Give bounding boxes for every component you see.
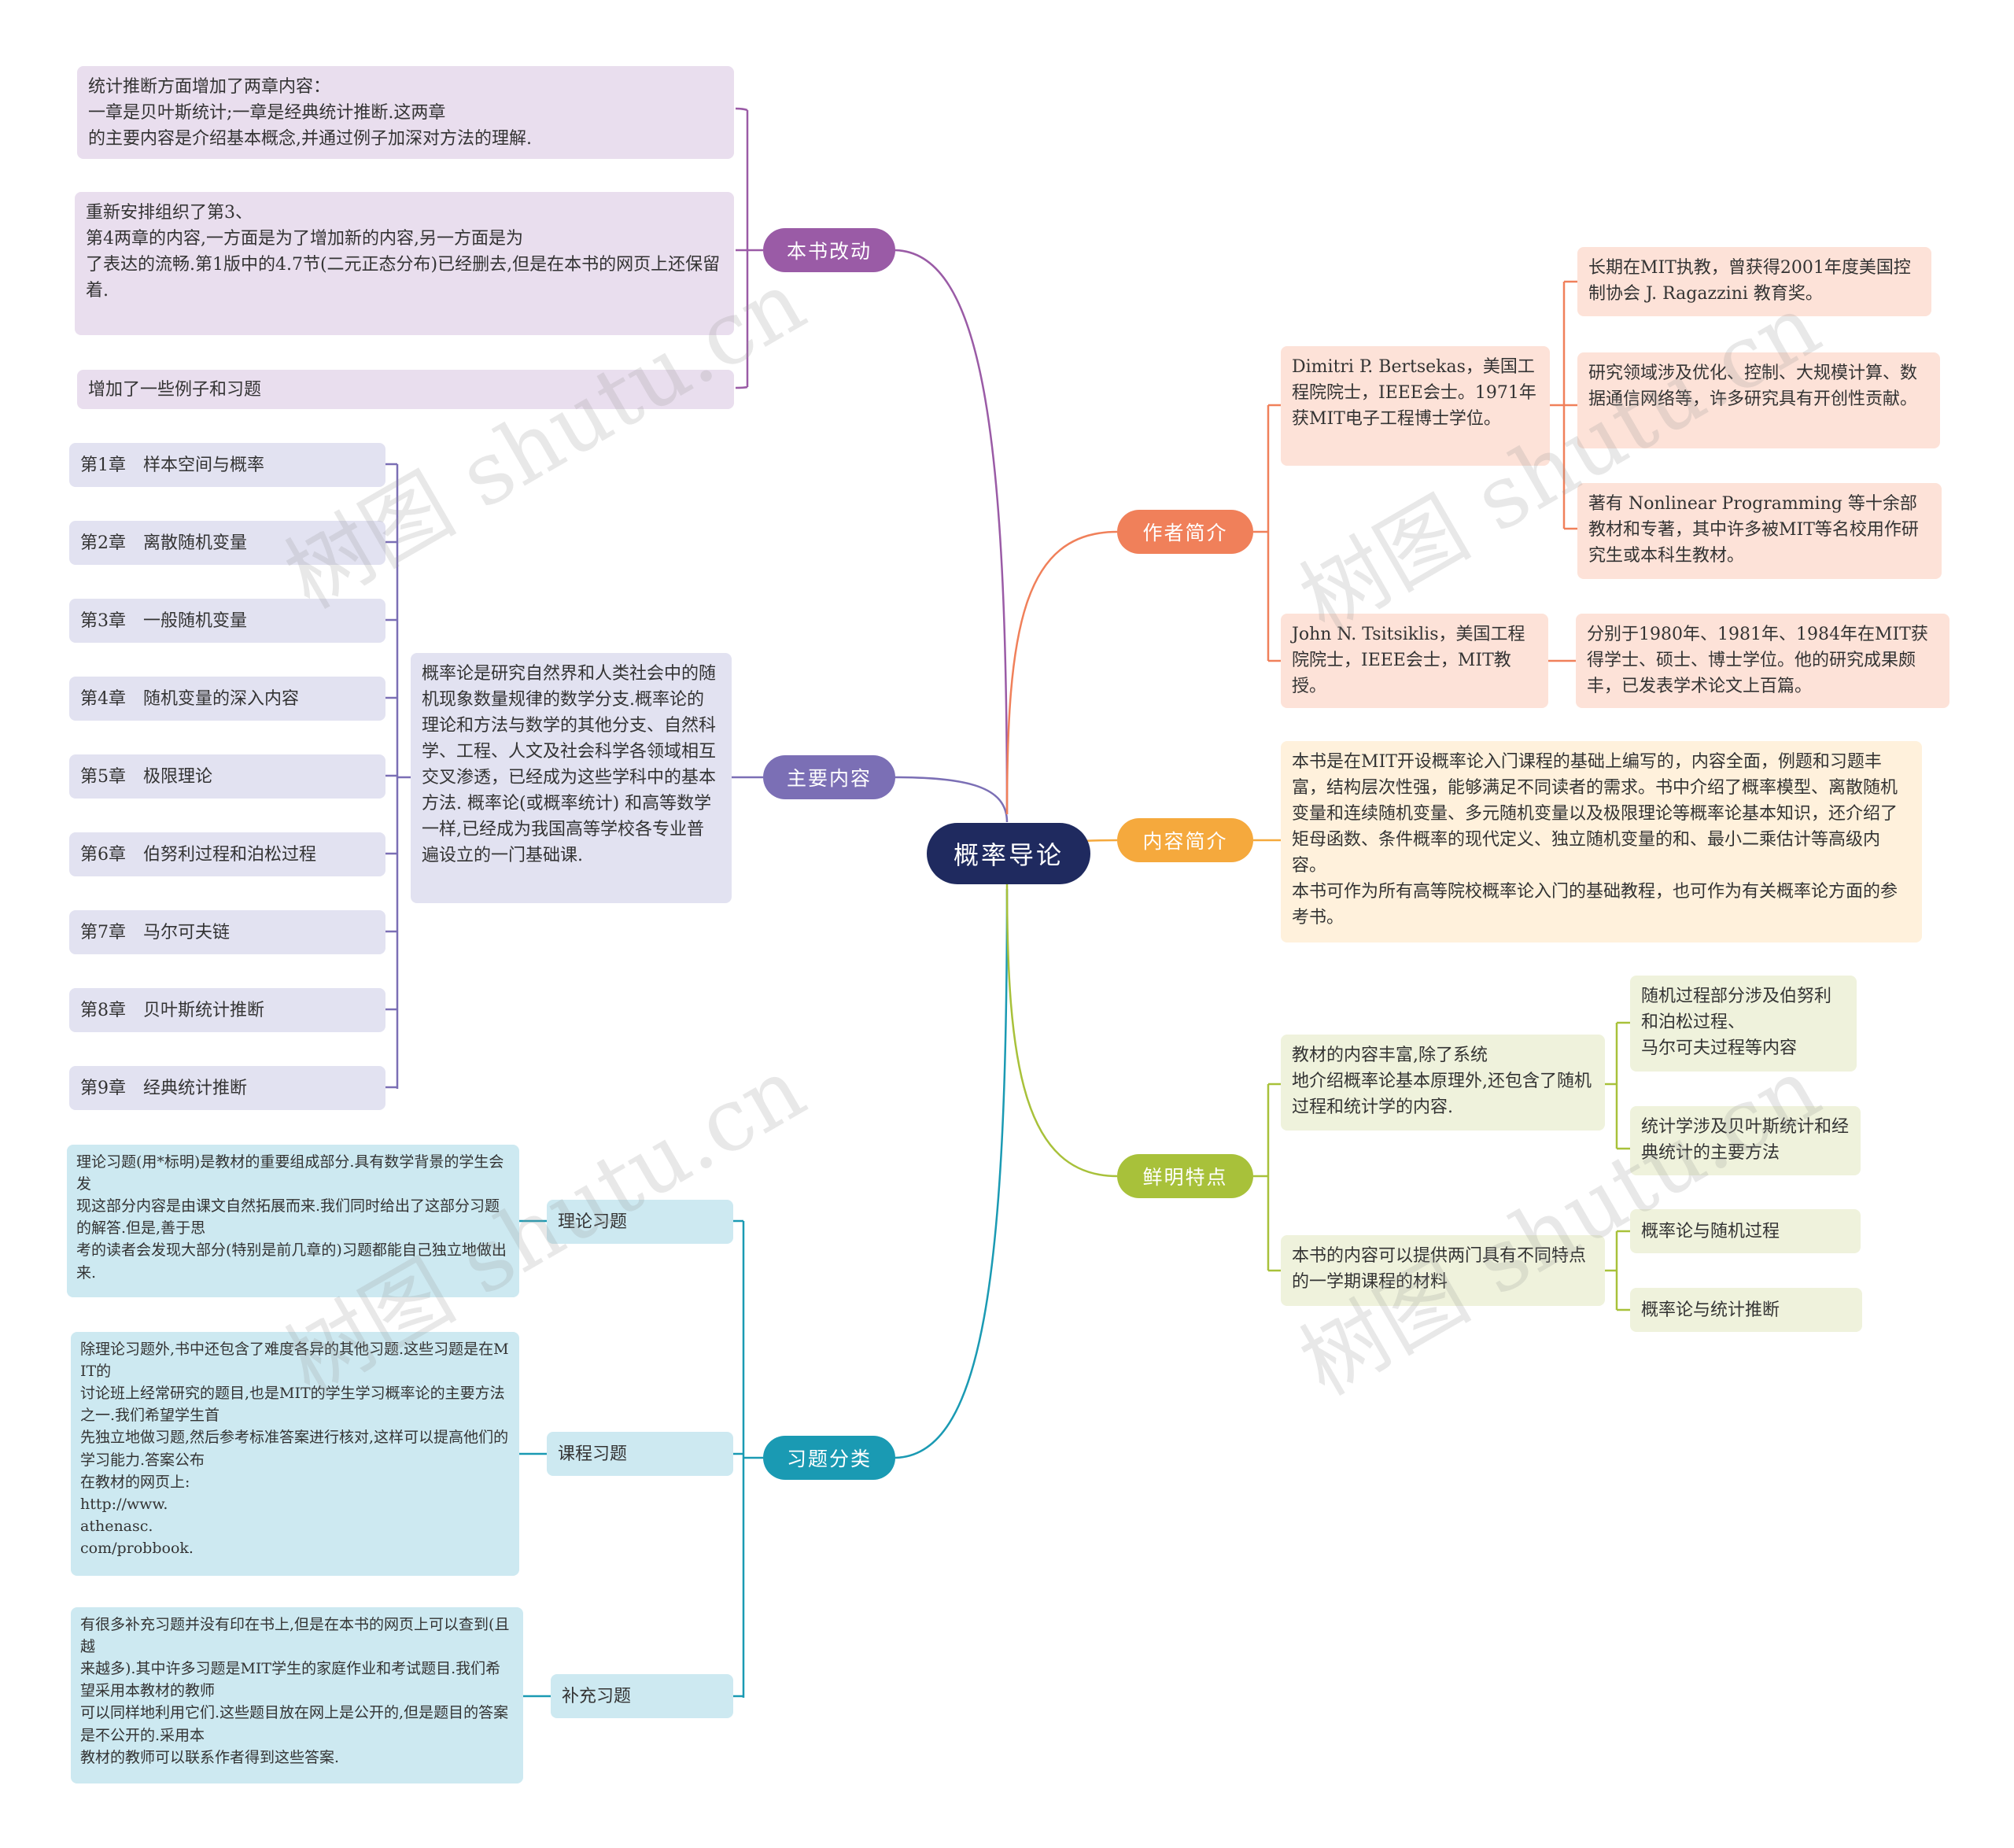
exercise-detail-theory[interactable]: 理论习题(用*标明)是教材的重要组成部分.具有数学背景的学生会发 现这部分内容是… [67,1145,519,1297]
bracket-changes [735,107,763,389]
feature-item[interactable]: 本书的内容可以提供两门具有不同特点的一学期课程的材料 [1281,1235,1605,1306]
changes-item[interactable]: 统计推断方面增加了两章内容： 一章是贝叶斯统计;一章是经典统计推断.这两章 的主… [77,66,734,159]
link-root-features [1005,880,1118,1178]
chapter-item[interactable]: 第4章 随机变量的深入内容 [69,677,385,721]
content-description[interactable]: 概率论是研究自然界和人类社会中的随机现象数量规律的数学分支.概率论的理论和方法与… [411,653,732,903]
link-root-exercises [893,888,1009,1459]
feature-detail[interactable]: 概率论与统计推断 [1630,1288,1862,1332]
branch-features[interactable]: 鲜明特点 [1117,1154,1253,1198]
branch-author[interactable]: 作者简介 [1117,510,1253,554]
exercise-label-course[interactable]: 课程习题 [547,1432,733,1476]
bracket-exercises [733,1219,763,1698]
exercise-detail-course[interactable]: 除理论习题外,书中还包含了难度各异的其他习题.这些习题是在MIT的 讨论班上经常… [71,1332,519,1576]
bracket-chapters [385,463,411,1089]
bracket-author-1 [1550,280,1577,530]
chapter-item[interactable]: 第1章 样本空间与概率 [69,443,385,487]
root-node[interactable]: 概率导论 [927,823,1090,884]
feature-item[interactable]: 教材的内容丰富,除了系统 地介绍概率论基本原理外,还包含了随机过程和统计学的内容… [1281,1035,1605,1131]
bracket-feature-2 [1605,1230,1630,1311]
changes-item[interactable]: 重新安排组织了第3、 第4两章的内容,一方面是为了增加新的内容,另一方面是为 了… [75,192,734,335]
feature-detail[interactable]: 随机过程部分涉及伯努利和泊松过程、 马尔可夫过程等内容 [1630,976,1857,1072]
branch-exercises[interactable]: 习题分类 [763,1436,895,1480]
changes-item[interactable]: 增加了一些例子和习题 [77,370,734,409]
chapter-item[interactable]: 第5章 极限理论 [69,754,385,799]
exercise-label-theory[interactable]: 理论习题 [547,1200,733,1244]
exercise-label-extra[interactable]: 补充习题 [551,1674,733,1718]
author-bertsekas-detail[interactable]: 著有 Nonlinear Programming 等十余部教材和专著，其中许多被… [1577,483,1942,579]
author-bertsekas-detail[interactable]: 研究领域涉及优化、控制、大规模计算、数据通信网络等，许多研究具有开创性贡献。 [1577,352,1940,448]
chapter-item[interactable]: 第2章 离散随机变量 [69,521,385,565]
chapter-item[interactable]: 第7章 马尔可夫链 [69,910,385,954]
chapter-item[interactable]: 第3章 一般随机变量 [69,599,385,643]
link-root-changes [893,249,1009,815]
branch-content[interactable]: 主要内容 [763,755,895,799]
feature-detail[interactable]: 统计学涉及贝叶斯统计和经典统计的主要方法 [1630,1106,1861,1175]
link-root-author [1005,530,1118,815]
chapter-item[interactable]: 第8章 贝叶斯统计推断 [69,988,385,1032]
bracket-author [1253,404,1281,662]
bracket-features [1253,1083,1281,1272]
author-tsitsiklis-detail[interactable]: 分别于1980年、1981年、1984年在MIT获得学士、硕士、博士学位。他的研… [1576,614,1949,708]
author-bertsekas[interactable]: Dimitri P. Bertsekas，美国工程院院士，IEEE会士。1971… [1281,346,1550,466]
link-root-content [893,776,1009,823]
author-tsitsiklis[interactable]: John N. Tsitsiklis，美国工程院院士，IEEE会士，MIT教授。 [1281,614,1548,708]
exercise-detail-extra[interactable]: 有很多补充习题并没有印在书上,但是在本书的网页上可以查到(且越 来越多).其中许… [71,1607,523,1783]
summary-text[interactable]: 本书是在MIT开设概率论入门课程的基础上编写的，内容全面，例题和习题丰富，结构层… [1281,741,1922,942]
bracket-feature-1 [1605,1021,1630,1150]
branch-summary[interactable]: 内容简介 [1117,818,1253,862]
chapter-item[interactable]: 第6章 伯努利过程和泊松过程 [69,832,385,876]
author-bertsekas-detail[interactable]: 长期在MIT执教，曾获得2001年度美国控制协会 J. Ragazzini 教育… [1577,247,1931,316]
chapter-item[interactable]: 第9章 经典统计推断 [69,1066,385,1110]
feature-detail[interactable]: 概率论与随机过程 [1630,1209,1861,1253]
branch-changes[interactable]: 本书改动 [763,228,895,272]
